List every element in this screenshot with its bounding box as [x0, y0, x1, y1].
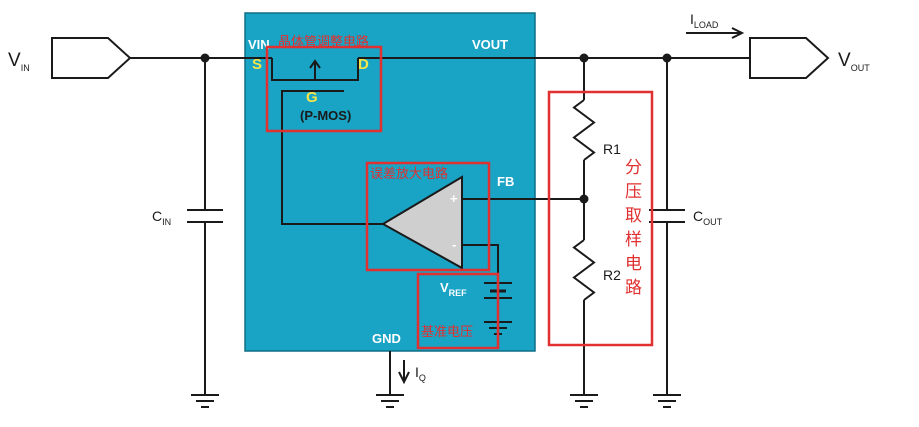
- ground-icon: [570, 394, 598, 408]
- iload-arrow-icon: [686, 27, 745, 39]
- error-amplifier: [380, 175, 463, 270]
- cout-label: COUT: [693, 208, 723, 227]
- iq-arrow-icon: [398, 360, 410, 385]
- pin-g-label: G: [306, 89, 318, 106]
- vin-label: VIN: [8, 50, 30, 73]
- transistor-highlight-box: [265, 45, 383, 133]
- ground-icon: [376, 394, 404, 408]
- divider-char: 分: [625, 158, 642, 178]
- pmos-label: (P-MOS): [300, 108, 351, 123]
- chip-gnd-label: GND: [372, 331, 401, 346]
- vin-port-arrow: [51, 37, 132, 79]
- opamp-minus-label: -: [452, 237, 456, 252]
- cout-capacitor: [649, 209, 685, 223]
- divider-char: 压: [625, 182, 642, 202]
- ldo-chip-body: [244, 12, 536, 352]
- cin-label: CIN: [152, 208, 171, 227]
- ground-icon: [653, 394, 681, 408]
- divider-char: 取: [625, 206, 642, 226]
- r1-resistor: [572, 99, 596, 161]
- reference-annotation: 基准电压: [421, 325, 473, 340]
- divider-highlight-box: [547, 90, 654, 347]
- divider-char: 样: [625, 230, 642, 250]
- error-amp-annotation: 误差放大电路: [370, 166, 448, 182]
- vref-label: VREF: [440, 280, 467, 298]
- r1-label: R1: [603, 141, 621, 157]
- pmos-transistor: [271, 58, 359, 92]
- transistor-annotation: 晶体管调整电路: [278, 34, 369, 50]
- junction-dots: [200, 53, 672, 204]
- cin-capacitor: [187, 209, 223, 223]
- chip-vin-label: VIN: [248, 37, 270, 52]
- divider-annotation: 分 压 取 样 电 路: [625, 158, 642, 298]
- r2-resistor: [572, 239, 596, 301]
- pin-d-label: D: [358, 56, 369, 73]
- opamp-plus-label: +: [450, 191, 458, 206]
- chip-fb-label: FB: [497, 174, 514, 189]
- chip-vout-label: VOUT: [472, 37, 508, 52]
- divider-char: 路: [625, 278, 642, 298]
- vout-port-arrow: [749, 37, 830, 79]
- pin-s-label: S: [252, 56, 262, 73]
- vout-label: VOUT: [838, 50, 870, 73]
- iload-label: ILOAD: [690, 11, 719, 30]
- error-amp-highlight-box: [365, 161, 491, 272]
- r2-label: R2: [603, 267, 621, 283]
- reference-highlight-box: [416, 272, 500, 350]
- divider-char: 电: [625, 254, 642, 274]
- ground-icon: [191, 394, 219, 408]
- iq-label: IQ: [415, 364, 426, 383]
